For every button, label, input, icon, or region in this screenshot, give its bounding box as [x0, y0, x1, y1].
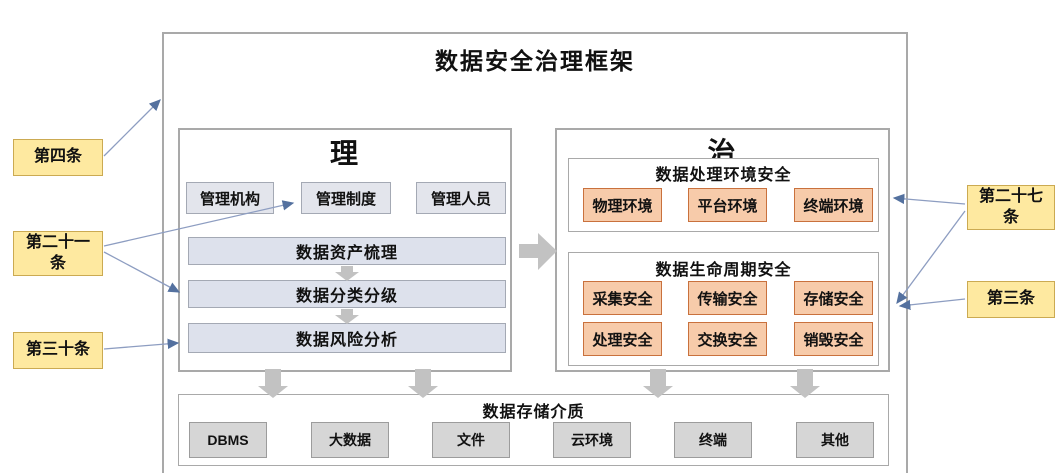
dbms-box: DBMS [189, 422, 267, 458]
data-asset-sorting-bar: 数据资产梳理 [188, 237, 506, 265]
collection-security-box: 采集安全 [583, 281, 662, 315]
li-section-header: 理 [329, 138, 360, 169]
terminal-box: 终端 [674, 422, 752, 458]
other-box: 其他 [796, 422, 874, 458]
data-classification-bar: 数据分类分级 [188, 280, 506, 308]
processing-security-box: 处理安全 [583, 322, 662, 356]
physical-env-box: 物理环境 [583, 188, 662, 222]
article-27-tag: 第二十七条 [967, 185, 1055, 230]
arrow-article4-to-frame [103, 99, 161, 157]
management-policy-box: 管理制度 [301, 182, 391, 214]
article-30-tag: 第三十条 [13, 332, 103, 369]
exchange-security-box: 交换安全 [688, 322, 767, 356]
diagram-title: 数据安全治理框架 [435, 48, 635, 74]
processing-env-title: 数据处理环境安全 [655, 167, 792, 184]
destruction-security-box: 销毁安全 [794, 322, 873, 356]
terminal-env-box: 终端环境 [794, 188, 873, 222]
article-21-tag: 第二十一条 [13, 231, 103, 276]
transmission-security-box: 传输安全 [688, 281, 767, 315]
arrow-article3-to-storage-security [898, 298, 966, 311]
article-3-tag: 第三条 [967, 281, 1055, 318]
data-risk-analysis-bar: 数据风险分析 [188, 323, 506, 353]
management-org-box: 管理机构 [186, 182, 274, 214]
platform-env-box: 平台环境 [688, 188, 767, 222]
storage-media-panel [178, 394, 889, 466]
article-4-tag: 第四条 [13, 139, 103, 176]
cloud-env-box: 云环境 [553, 422, 631, 458]
storage-media-title: 数据存储介质 [482, 404, 585, 421]
lifecycle-title: 数据生命周期安全 [655, 262, 792, 279]
bigdata-box: 大数据 [311, 422, 389, 458]
management-staff-box: 管理人员 [416, 182, 506, 214]
file-box: 文件 [432, 422, 510, 458]
storage-security-box: 存储安全 [794, 281, 873, 315]
